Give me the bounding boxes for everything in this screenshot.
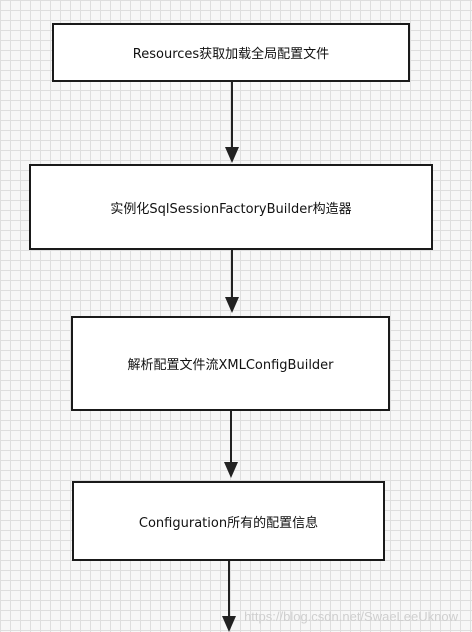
edge-1-arrowhead xyxy=(225,147,239,163)
node-load-config-label: Resources获取加载全局配置文件 xyxy=(132,47,330,62)
node-instantiate-builder: 实例化SqlSessionFactoryBuilder构造器 xyxy=(29,164,433,250)
watermark-url: https://blog.csdn.net/SwaeLeeUknow xyxy=(244,609,458,624)
edge-3-arrowhead xyxy=(224,462,238,478)
node-load-config: Resources获取加载全局配置文件 xyxy=(52,23,410,82)
edge-2-arrowhead xyxy=(225,297,239,313)
node-configuration: Configuration所有的配置信息 xyxy=(72,481,385,561)
edge-4-arrowhead xyxy=(222,616,236,632)
node-configuration-label: Configuration所有的配置信息 xyxy=(138,515,319,531)
node-parse-config-label: 解析配置文件流XMLConfigBuilder xyxy=(127,358,334,373)
node-instantiate-builder-label: 实例化SqlSessionFactoryBuilder构造器 xyxy=(110,201,352,217)
node-parse-config: 解析配置文件流XMLConfigBuilder xyxy=(71,316,390,411)
